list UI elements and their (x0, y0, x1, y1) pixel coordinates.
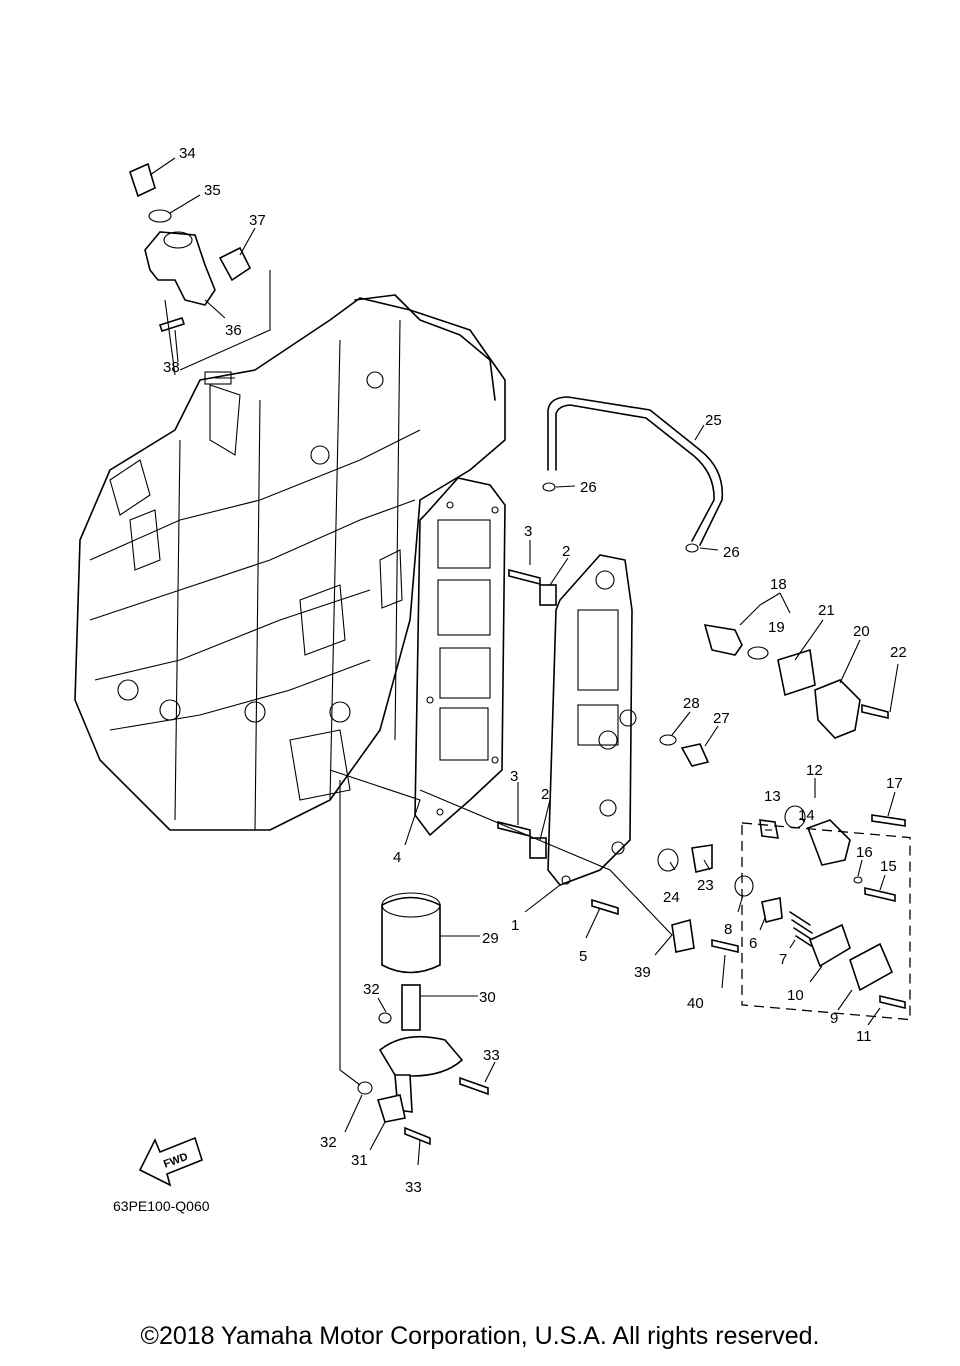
fwd-arrow: FWD (138, 1136, 203, 1187)
callout-18: 18 (770, 576, 787, 593)
thermostat-housing-assy (129, 162, 271, 376)
callout-26a: 26 (580, 479, 597, 496)
callout-21: 21 (818, 602, 835, 619)
callout-34: 34 (179, 145, 196, 162)
callout-32b: 32 (320, 1134, 337, 1151)
callout-3a: 3 (524, 523, 532, 540)
callout-14: 14 (798, 807, 815, 824)
callout-12: 12 (806, 762, 823, 779)
callout-24: 24 (663, 889, 680, 906)
callout-6: 6 (749, 935, 757, 952)
callout-33b: 33 (405, 1179, 422, 1196)
callout-39: 39 (634, 964, 651, 981)
exhaust-cover-1 (547, 554, 637, 886)
callout-13: 13 (764, 788, 781, 805)
oil-filter-assy (357, 892, 489, 1146)
callout-40: 40 (687, 995, 704, 1012)
callout-3b: 3 (510, 768, 518, 785)
diagram-code: 63PE100-Q060 (113, 1198, 210, 1214)
gasket-4 (414, 477, 506, 837)
callout-30: 30 (479, 989, 496, 1006)
callout-10: 10 (787, 987, 804, 1004)
callout-31: 31 (351, 1152, 368, 1169)
copyright-notice: ©2018 Yamaha Motor Corporation, U.S.A. A… (140, 1322, 820, 1350)
callout-38: 38 (163, 359, 180, 376)
callout-15: 15 (880, 858, 897, 875)
callout-23: 23 (697, 877, 714, 894)
callout-numbers: 34 35 37 36 38 25 26 26 3 2 18 19 21 20 … (163, 145, 907, 1196)
callout-25: 25 (705, 412, 722, 429)
callout-17: 17 (886, 775, 903, 792)
callout-5: 5 (579, 948, 587, 965)
callout-37: 37 (249, 212, 266, 229)
callout-11: 11 (856, 1028, 872, 1045)
hose-25 (542, 396, 724, 553)
callout-32a: 32 (363, 981, 380, 998)
cylinder-block (74, 294, 506, 831)
callout-16: 16 (856, 844, 873, 861)
callout-26b: 26 (723, 544, 740, 561)
callout-22: 22 (890, 644, 907, 661)
callout-2a: 2 (562, 543, 570, 560)
callout-20: 20 (853, 623, 870, 640)
callout-35: 35 (204, 182, 221, 199)
callout-4: 4 (393, 849, 401, 866)
callout-36: 36 (225, 322, 242, 339)
callout-1: 1 (511, 917, 519, 934)
callout-7: 7 (779, 951, 787, 968)
callout-19: 19 (768, 619, 785, 636)
callout-33a: 33 (483, 1047, 500, 1064)
callout-2b: 2 (541, 786, 549, 803)
right-parts (497, 568, 911, 1021)
callout-8: 8 (724, 921, 732, 938)
callout-28: 28 (683, 695, 700, 712)
callout-9: 9 (830, 1010, 838, 1027)
callout-27: 27 (713, 710, 730, 727)
leader-lines (149, 157, 899, 1166)
callout-29: 29 (482, 930, 499, 947)
